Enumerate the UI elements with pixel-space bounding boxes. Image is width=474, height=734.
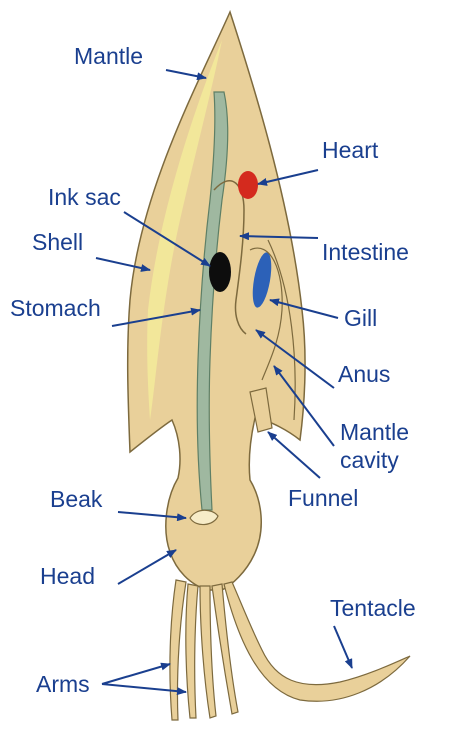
shell-streak [147, 40, 222, 420]
intestine-loop [213, 180, 247, 335]
label-anus: Anus [338, 361, 390, 387]
mantle-inner-fold [267, 239, 296, 421]
leader-heart [257, 169, 319, 186]
leader-stomach [111, 307, 201, 327]
label-stomach: Stomach [10, 295, 101, 321]
leader-beak [117, 511, 187, 522]
leader-head [117, 549, 177, 585]
label-mantle-cavity-line2: cavity [340, 447, 399, 473]
label-ink-sac: Ink sac [48, 184, 121, 210]
label-tentacle: Tentacle [330, 595, 416, 621]
arms-group [169, 579, 239, 721]
mantle-cavity-outline [249, 247, 283, 381]
ink-sac-organ [209, 252, 231, 292]
leader-mantle [165, 69, 207, 81]
leader-lines [95, 69, 353, 696]
label-arms: Arms [36, 671, 90, 697]
label-funnel: Funnel [288, 485, 358, 511]
leader-intestine [239, 232, 319, 241]
arm-2 [185, 583, 199, 719]
label-head: Head [40, 563, 95, 589]
label-gill: Gill [344, 305, 377, 331]
beak-organ [189, 509, 219, 526]
gill-organ [252, 252, 272, 308]
leader-tentacle [333, 625, 353, 669]
heart-organ [238, 171, 258, 199]
arm-3 [199, 585, 217, 719]
arm-4 [211, 583, 239, 715]
leader-arms-upper [101, 662, 171, 685]
label-intestine: Intestine [322, 239, 409, 265]
label-shell: Shell [32, 229, 83, 255]
funnel-organ [249, 387, 273, 433]
leader-mantle-cavity [273, 365, 335, 447]
label-beak: Beak [50, 486, 103, 512]
label-mantle-cavity-line1: Mantle [340, 419, 409, 445]
leader-anus [255, 329, 335, 389]
tentacle-organ [223, 581, 411, 702]
leader-ink-sac [123, 211, 211, 267]
leader-shell [95, 257, 151, 272]
labels: Mantle Heart Ink sac Shell Intestine Sto… [10, 43, 416, 697]
label-mantle: Mantle [74, 43, 143, 69]
label-heart: Heart [322, 137, 379, 163]
leader-funnel [267, 431, 321, 479]
squid-illustration [126, 9, 411, 721]
leader-gill [269, 298, 339, 319]
leader-arms-lower [101, 683, 187, 696]
arm-1 [169, 579, 187, 721]
